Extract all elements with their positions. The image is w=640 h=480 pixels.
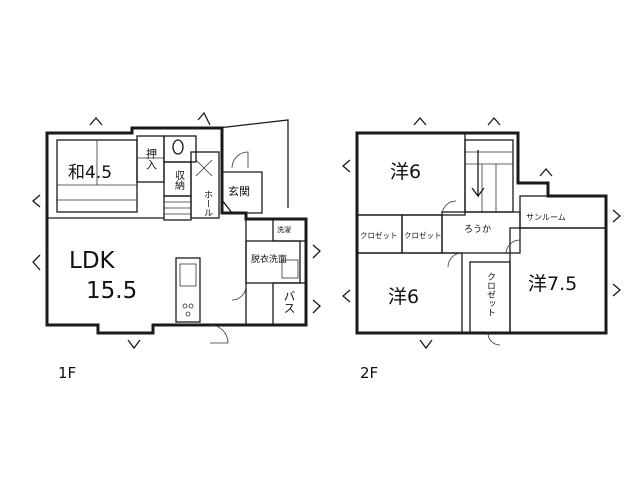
1f-window-n [89, 117, 103, 126]
room-label-senzai: 洗濯 [277, 225, 291, 234]
1f-window-e2 [312, 299, 321, 314]
room-label-closet-b: クロゼット [404, 230, 442, 240]
room-label-closet-a: クロゼット [360, 230, 398, 240]
1f-genkan-outline [221, 171, 263, 214]
1f-window-w2 [32, 254, 41, 271]
2f-window-e1 [612, 209, 621, 223]
room-label-closet-c: クロゼット [485, 272, 496, 317]
room-label-genkan: 玄関 [228, 184, 250, 198]
2f-room-sw-outline [356, 252, 463, 334]
2f-window-w1 [342, 159, 351, 173]
floor-plan-2f [342, 117, 621, 350]
floor-plan-1f [32, 111, 321, 350]
2f-stairwell-outline [464, 139, 514, 213]
room-label-ldk-size: 15.5 [86, 278, 137, 304]
2f-window-w2 [342, 289, 351, 303]
room-label-2f-sw: 洋6 [388, 286, 419, 308]
room-label-washitsu: 和4.5 [68, 163, 112, 183]
room-label-shuno: 収納 [173, 170, 185, 191]
room-label-2f-nw: 洋6 [390, 161, 421, 183]
room-label-dressing: 脱衣洗面 [251, 253, 287, 265]
2f-corridor-outline [441, 211, 521, 254]
room-label-ldk: LDK [69, 248, 116, 274]
2f-window-n3 [539, 168, 553, 177]
floor-label-1f: 1F [58, 364, 76, 382]
room-label-hall: ホール [202, 190, 213, 217]
1f-kitchen-counter [175, 257, 201, 323]
1f-window-w1 [32, 194, 41, 208]
2f-window-s [419, 339, 433, 350]
room-label-bath: バス [282, 290, 296, 314]
1f-window-e1 [312, 244, 321, 259]
2f-window-n2 [487, 117, 501, 126]
1f-hall-outline [190, 151, 220, 219]
2f-sunroom-outline [519, 195, 607, 229]
2f-room-se-outline [509, 227, 607, 334]
1f-window-s [127, 339, 141, 350]
room-label-2f-se: 洋7.5 [528, 273, 577, 295]
2f-window-e2 [612, 283, 621, 297]
room-label-oshiire: 押入 [145, 147, 158, 170]
floor-label-2f: 2F [360, 364, 378, 382]
2f-window-n1 [413, 117, 427, 126]
1f-porch-outline [217, 119, 289, 208]
room-label-sunroom: サンルーム [526, 213, 566, 222]
1f-bath-outline [272, 282, 307, 326]
room-label-roka: ろうか [464, 224, 491, 235]
